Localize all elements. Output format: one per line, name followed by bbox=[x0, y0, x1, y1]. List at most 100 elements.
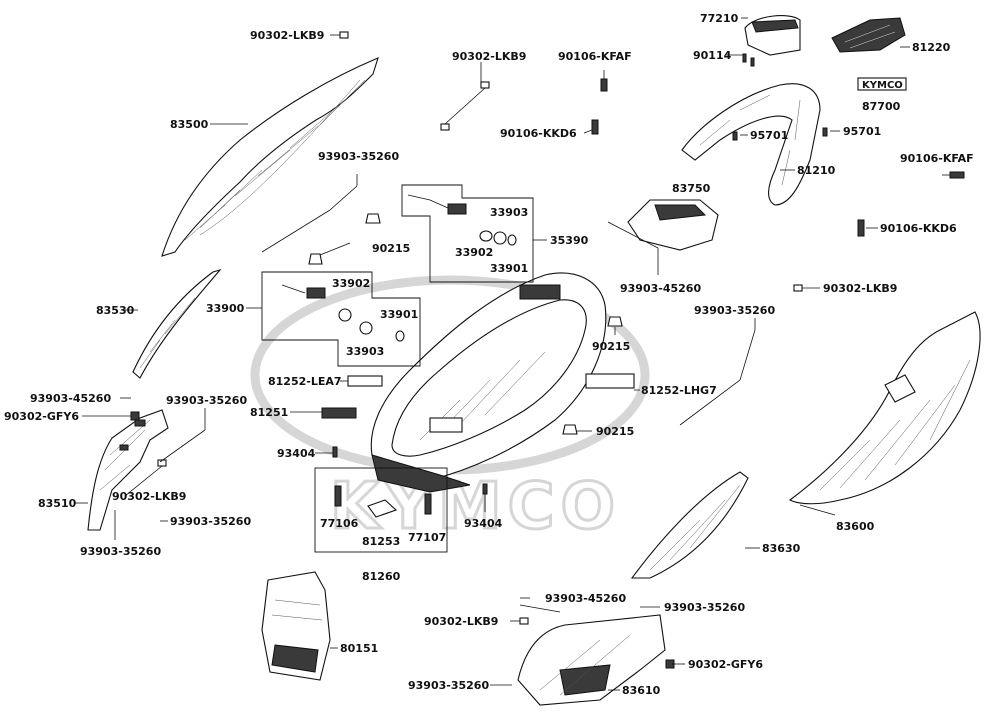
label-90302-lkb9-top: 90302-LKB9 bbox=[250, 29, 324, 42]
part-83510-lower-bracket bbox=[87, 409, 169, 531]
grommet-90215-a bbox=[308, 253, 323, 265]
part-storage-box bbox=[370, 272, 607, 493]
label-93903-35260-c: 93903-35260 bbox=[166, 394, 247, 407]
label-77106: 77106 bbox=[320, 517, 359, 530]
screw-90302-gfy6-left bbox=[130, 411, 140, 421]
label-87700: 87700 bbox=[862, 100, 901, 113]
leader-lines bbox=[75, 17, 950, 691]
grommet-90215-d bbox=[365, 213, 381, 224]
part-83750-cover bbox=[627, 199, 719, 251]
part-80151-panel bbox=[261, 571, 331, 681]
grommet-90215-c bbox=[562, 424, 578, 435]
label-80151: 80151 bbox=[340, 642, 378, 655]
label-90302-lkb9-mid: 90302-LKB9 bbox=[452, 50, 526, 63]
part-83610-cover bbox=[517, 614, 666, 706]
part-81251-plate bbox=[321, 407, 357, 419]
label-83600: 83600 bbox=[836, 520, 875, 533]
label-93903-35260-e: 93903-35260 bbox=[170, 515, 251, 528]
part-77107 bbox=[424, 493, 432, 515]
kymco-badge-text: KYMCO bbox=[862, 80, 903, 91]
label-77107: 77107 bbox=[408, 531, 446, 544]
part-81252-lhg7-plate bbox=[585, 373, 635, 389]
part-83600-side-cover bbox=[788, 311, 981, 505]
label-33901-b: 33901 bbox=[380, 308, 418, 321]
part-83500-side-cover bbox=[161, 57, 379, 257]
part-77106 bbox=[334, 485, 342, 507]
label-90215-c: 90215 bbox=[596, 425, 634, 438]
screw-95701-b bbox=[822, 127, 828, 137]
box-33900 bbox=[261, 271, 421, 367]
label-93903-45260-a: 93903-45260 bbox=[620, 282, 701, 295]
label-90106-kfaf-right: 90106-KFAF bbox=[900, 152, 974, 165]
label-90106-kkd6-top: 90106-KKD6 bbox=[500, 127, 577, 140]
label-93903-35260-g: 93903-35260 bbox=[408, 679, 489, 692]
screw-90106-kfaf-right bbox=[949, 171, 965, 179]
label-93903-35260-a: 93903-35260 bbox=[318, 150, 399, 163]
label-83630: 83630 bbox=[762, 542, 801, 555]
part-81253 bbox=[367, 499, 398, 518]
label-90215-a: 90215 bbox=[372, 242, 410, 255]
label-33901-a: 33901 bbox=[490, 262, 528, 275]
label-93903-35260-b: 93903-35260 bbox=[694, 304, 775, 317]
clip-90302-lkb9-right bbox=[793, 284, 803, 292]
screw-90106-kkd6-right bbox=[857, 219, 865, 237]
label-83500: 83500 bbox=[170, 118, 209, 131]
label-93903-45260-c: 93903-45260 bbox=[545, 592, 626, 605]
label-90114: 90114 bbox=[693, 49, 732, 62]
part-81220-cover bbox=[831, 17, 906, 53]
label-90215-b: 90215 bbox=[592, 340, 630, 353]
label-83750: 83750 bbox=[672, 182, 711, 195]
label-33900: 33900 bbox=[206, 302, 245, 315]
label-33903-a: 33903 bbox=[490, 206, 528, 219]
screw-95701-a bbox=[732, 131, 738, 141]
label-93903-45260-b: 93903-45260 bbox=[30, 392, 111, 405]
grommet-90215-b bbox=[607, 316, 623, 327]
screw-90106-kkd6-top bbox=[591, 119, 599, 135]
label-81260: 81260 bbox=[362, 570, 401, 583]
lamp-assembly-35390 bbox=[407, 194, 517, 246]
lamp-assembly-33900 bbox=[281, 284, 405, 342]
part-77210-pad bbox=[744, 15, 801, 56]
label-95701-b: 95701 bbox=[843, 125, 881, 138]
label-90106-kkd6-right: 90106-KKD6 bbox=[880, 222, 957, 235]
part-83530-trim-strip bbox=[132, 268, 222, 379]
label-83530: 83530 bbox=[96, 304, 135, 317]
label-83510: 83510 bbox=[38, 497, 77, 510]
screw-93404-a bbox=[332, 446, 338, 458]
label-90106-kfaf-top: 90106-KFAF bbox=[558, 50, 632, 63]
part-labels: 90302-LKB9 90302-LKB9 90106-KFAF 90114 7… bbox=[4, 12, 974, 697]
label-90302-lkb9-bottom: 90302-LKB9 bbox=[424, 615, 498, 628]
clip-90302-lkb9-bottom bbox=[519, 617, 529, 625]
screw-93404-b bbox=[482, 483, 488, 495]
part-87700-badge: KYMCO bbox=[857, 77, 907, 91]
label-33902-b: 33902 bbox=[332, 277, 370, 290]
clip-90302-lkb9-top bbox=[339, 31, 349, 39]
label-90302-lkb9-left: 90302-LKB9 bbox=[112, 490, 186, 503]
screw-90114 bbox=[742, 53, 755, 67]
part-83630-strip bbox=[630, 471, 749, 579]
label-81251: 81251 bbox=[250, 406, 288, 419]
label-33902-a: 33902 bbox=[455, 246, 493, 259]
label-77210: 77210 bbox=[700, 12, 739, 25]
label-81220: 81220 bbox=[912, 41, 951, 54]
label-95701-a: 95701 bbox=[750, 129, 788, 142]
label-90302-lkb9-right: 90302-LKB9 bbox=[823, 282, 897, 295]
screw-90106-kfaf-top bbox=[600, 78, 608, 92]
label-93903-35260-d: 93903-35260 bbox=[80, 545, 161, 558]
label-90302-gfy6-right: 90302-GFY6 bbox=[688, 658, 763, 671]
label-93404-b: 93404 bbox=[464, 517, 503, 530]
label-81210: 81210 bbox=[797, 164, 836, 177]
label-33903-b: 33903 bbox=[346, 345, 384, 358]
label-81252-lea7: 81252-LEA7 bbox=[268, 375, 342, 388]
part-81252-lea7-plate bbox=[347, 375, 383, 387]
label-83610: 83610 bbox=[622, 684, 661, 697]
label-93903-35260-f: 93903-35260 bbox=[664, 601, 745, 614]
label-93404-a: 93404 bbox=[277, 447, 316, 460]
label-90302-gfy6-left: 90302-GFY6 bbox=[4, 410, 79, 423]
box-81260 bbox=[314, 467, 448, 553]
part-81210-carrier bbox=[681, 83, 821, 206]
label-81252-lhg7: 81252-LHG7 bbox=[641, 384, 717, 397]
box-35390 bbox=[401, 184, 534, 283]
